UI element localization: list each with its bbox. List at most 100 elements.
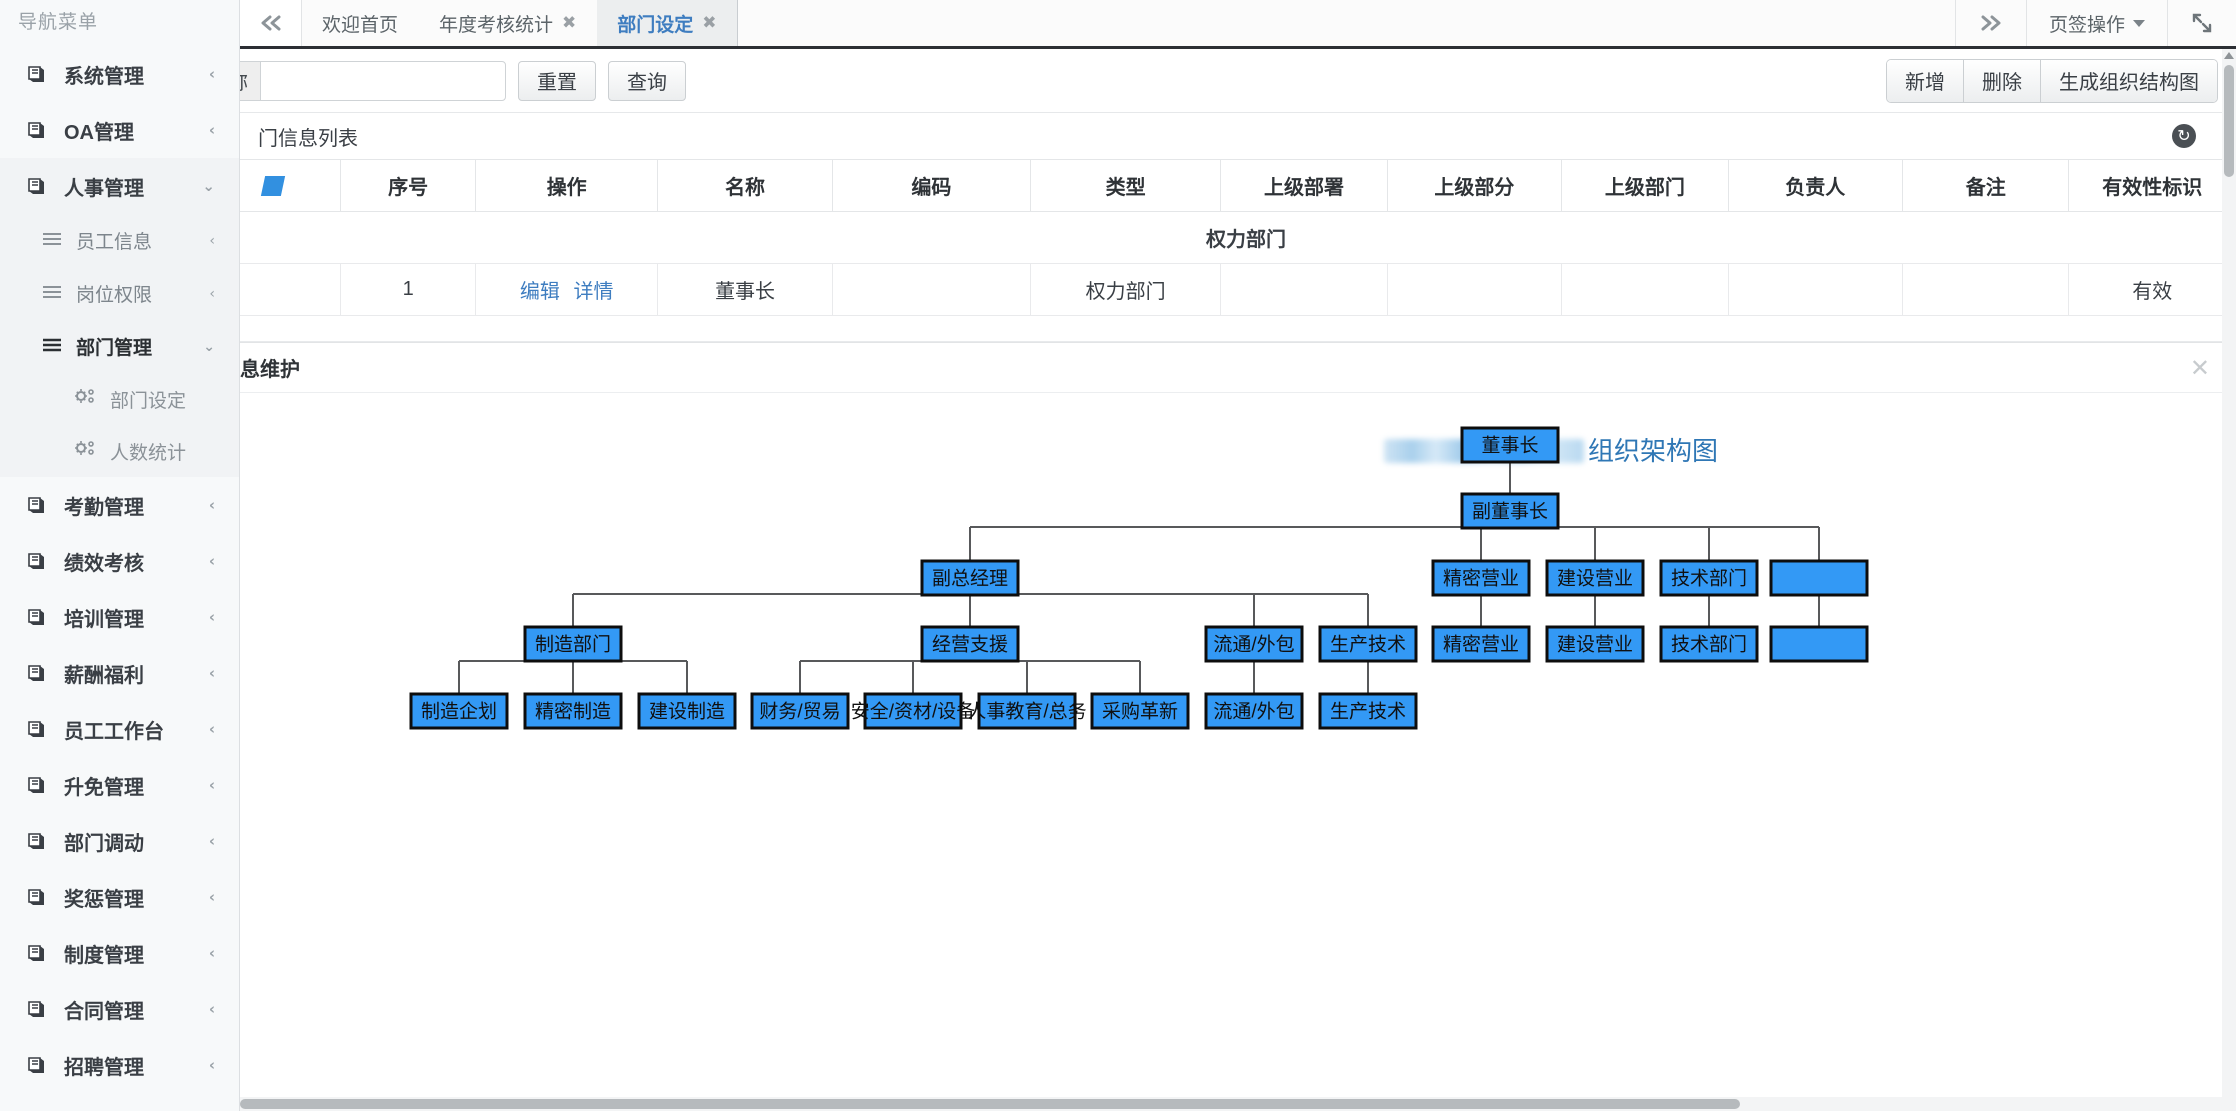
org-node-box[interactable]: [1769, 559, 1869, 597]
close-icon[interactable]: ✖: [702, 13, 717, 33]
org-node-box[interactable]: [1318, 625, 1418, 663]
sidebar-item-合同管理[interactable]: 合同管理‹: [0, 981, 239, 1037]
org-node[interactable]: 建设营业: [1545, 559, 1645, 597]
org-node-box[interactable]: [1659, 559, 1759, 597]
menu-icon: [42, 230, 62, 252]
org-node[interactable]: 制造企划: [409, 692, 509, 730]
sidebar-item-employee-info[interactable]: 员工信息 ‹: [0, 214, 239, 267]
horizontal-scrollbar[interactable]: [240, 1097, 2222, 1111]
org-node[interactable]: 副董事长: [1460, 492, 1560, 530]
refresh-icon[interactable]: ↻: [2172, 124, 2196, 148]
org-node[interactable]: 人事教育/总务: [967, 692, 1087, 730]
org-node-box[interactable]: [1090, 692, 1190, 730]
tab-annual-assessment-stats[interactable]: 年度考核统计 ✖: [419, 0, 598, 46]
sidebar-item-培训管理[interactable]: 培训管理‹: [0, 589, 239, 645]
org-node[interactable]: 生产技术: [1318, 692, 1418, 730]
sidebar-item-薪酬福利[interactable]: 薪酬福利‹: [0, 645, 239, 701]
sidebar-item-奖惩管理[interactable]: 奖惩管理‹: [0, 869, 239, 925]
org-node[interactable]: 采购革新: [1090, 692, 1190, 730]
tab-dept-setting[interactable]: 部门设定 ✖: [597, 0, 738, 46]
org-node[interactable]: 流通/外包: [1204, 625, 1304, 663]
org-node-box[interactable]: [1460, 426, 1560, 464]
org-node[interactable]: 建设营业: [1545, 625, 1645, 663]
edit-link[interactable]: 编辑: [519, 281, 560, 303]
org-node-box[interactable]: [863, 692, 963, 730]
sidebar-item-招聘管理[interactable]: 招聘管理‹: [0, 1037, 239, 1093]
org-node-box[interactable]: [1659, 625, 1759, 663]
org-node[interactable]: 技术部门: [1659, 625, 1759, 663]
fullscreen-icon[interactable]: [2167, 0, 2236, 46]
org-node-box[interactable]: [750, 692, 850, 730]
double-chevron-right-icon[interactable]: [1954, 0, 2026, 46]
reset-button[interactable]: 重置: [518, 60, 596, 101]
sidebar-item-headcount-stats[interactable]: 人数统计: [0, 425, 239, 477]
scrollbar-thumb-horizontal[interactable]: [240, 1099, 1740, 1109]
gear-icon: [74, 439, 96, 463]
sidebar-item-system[interactable]: 系统管理 ‹: [0, 46, 239, 102]
sidebar-item-部门调动[interactable]: 部门调动‹: [0, 813, 239, 869]
org-node-box[interactable]: [1460, 492, 1560, 530]
org-node-box[interactable]: [1204, 692, 1304, 730]
tab-welcome-home[interactable]: 欢迎首页: [302, 0, 420, 46]
table-header-select[interactable]: [240, 159, 342, 212]
org-node[interactable]: 精密制造: [523, 692, 623, 730]
vertical-scrollbar[interactable]: [2222, 49, 2236, 1111]
row-checkbox-cell[interactable]: [240, 263, 342, 316]
sidebar-item-post-authority[interactable]: 岗位权限 ‹: [0, 267, 239, 320]
sidebar-item-绩效考核[interactable]: 绩效考核‹: [0, 533, 239, 589]
org-node-box[interactable]: [1769, 625, 1869, 663]
org-node-box[interactable]: [1204, 625, 1304, 663]
sidebar-item-考勤管理[interactable]: 考勤管理‹: [0, 477, 239, 533]
query-button[interactable]: 查询: [608, 60, 686, 101]
org-node[interactable]: 建设制造: [637, 692, 737, 730]
scrollbar-thumb[interactable]: [2224, 65, 2234, 177]
sidebar-item-oa[interactable]: OA管理 ‹: [0, 102, 239, 158]
org-node-box[interactable]: [523, 625, 623, 663]
sidebar-item-升免管理[interactable]: 升免管理‹: [0, 757, 239, 813]
add-button[interactable]: 新增: [1887, 59, 1963, 102]
select-all-checkbox[interactable]: [260, 175, 286, 196]
org-node[interactable]: 安全/资材/设备: [851, 692, 976, 730]
org-node[interactable]: 流通/外包: [1204, 692, 1304, 730]
org-node-box[interactable]: [637, 692, 737, 730]
org-node-box[interactable]: [523, 692, 623, 730]
org-node-box[interactable]: [1545, 625, 1645, 663]
double-chevron-left-icon[interactable]: [240, 0, 302, 46]
org-node[interactable]: 精密营业: [1431, 625, 1531, 663]
sidebar-item-dept-management[interactable]: 部门管理 ⌄: [0, 320, 239, 373]
row-operations[interactable]: 编辑 详情: [475, 263, 659, 316]
org-node[interactable]: 技术部门: [1659, 559, 1759, 597]
generate-org-chart-button[interactable]: 生成组织结构图: [2040, 59, 2217, 102]
table-row[interactable]: 1 编辑 详情 董事长 权力部门 有效: [240, 263, 2236, 316]
org-node[interactable]: [1769, 625, 1869, 663]
sidebar-item-制度管理[interactable]: 制度管理‹: [0, 925, 239, 981]
page-action-dropdown[interactable]: 页签操作: [2025, 0, 2167, 46]
close-icon[interactable]: ✕: [2189, 353, 2210, 382]
org-node[interactable]: 经营支援: [920, 625, 1020, 663]
org-node[interactable]: 副总经理: [920, 559, 1020, 597]
org-node[interactable]: 制造部门: [523, 625, 623, 663]
org-node[interactable]: [1769, 559, 1869, 597]
sidebar-item-hr[interactable]: 人事管理 ⌄: [0, 158, 239, 214]
search-input[interactable]: [260, 60, 506, 101]
org-node-box[interactable]: [409, 692, 509, 730]
sidebar-item-员工工作台[interactable]: 员工工作台‹: [0, 701, 239, 757]
org-node[interactable]: 生产技术: [1318, 625, 1418, 663]
org-node-box[interactable]: [1545, 559, 1645, 597]
org-node-box[interactable]: [920, 559, 1020, 597]
org-node-box[interactable]: [920, 625, 1020, 663]
sidebar-item-dept-setting[interactable]: 部门设定: [0, 373, 239, 425]
org-node[interactable]: 财务/贸易: [750, 692, 850, 730]
triangle-up-icon[interactable]: [2224, 52, 2234, 59]
org-node-box[interactable]: [977, 692, 1077, 730]
org-node[interactable]: 精密营业: [1431, 559, 1531, 597]
delete-button[interactable]: 删除: [1963, 59, 2040, 102]
org-node-box[interactable]: [1431, 625, 1531, 663]
close-icon[interactable]: ✖: [562, 13, 577, 33]
org-node-box[interactable]: [1431, 559, 1531, 597]
book-icon: [26, 606, 48, 628]
detail-link[interactable]: 详情: [573, 281, 614, 303]
org-node[interactable]: 董事长: [1460, 426, 1560, 464]
org-node-box[interactable]: [1318, 692, 1418, 730]
